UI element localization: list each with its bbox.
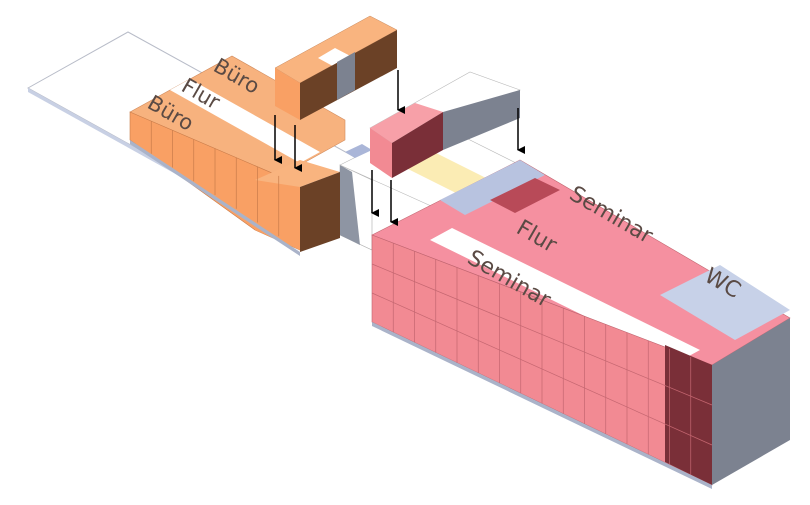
seminar-block-dark-end	[665, 345, 712, 485]
floating-seminar-front	[370, 128, 392, 178]
floating-seminar-dark	[392, 112, 443, 178]
floating-grey-side	[443, 90, 520, 150]
seminar-block-ground	[372, 322, 712, 489]
office-block-corner-top	[255, 160, 340, 187]
connector-shadow	[340, 165, 360, 245]
office-grid-lines	[150, 121, 280, 237]
service-strip-blue	[440, 160, 545, 215]
grid-line	[371, 263, 713, 406]
seminar-dark-zone	[490, 178, 560, 213]
service-zone-blue	[345, 144, 372, 158]
floating-seminar-top-pink	[370, 103, 443, 143]
corridor-right	[430, 228, 700, 362]
seminar-grid-lines	[371, 243, 713, 475]
seminar-block-grey-side	[712, 318, 790, 485]
corridor-left	[170, 79, 320, 163]
floating-office-grey	[337, 52, 355, 100]
office-block-dark-side	[300, 172, 340, 252]
grid-line	[371, 292, 713, 446]
office-block-ground	[130, 140, 300, 256]
wc-zone	[660, 265, 790, 340]
floating-office-front	[275, 68, 300, 120]
